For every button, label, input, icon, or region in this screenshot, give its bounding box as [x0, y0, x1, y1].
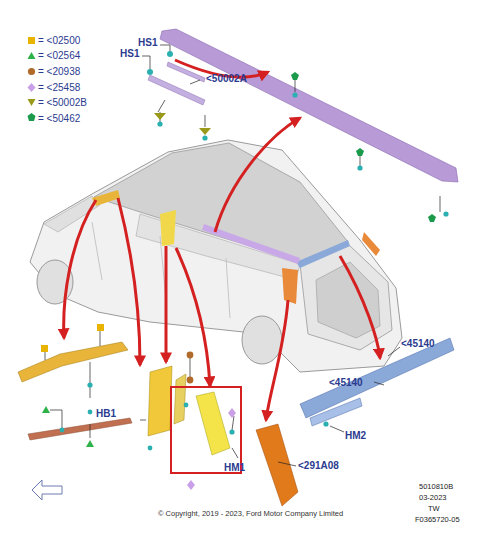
legend-text: = <20938 [38, 66, 80, 77]
legend-text: = <02564 [38, 50, 80, 61]
callout-code: HS1 [138, 37, 157, 48]
date-code: 03-2023 [419, 493, 447, 502]
callout-code: HM1 [224, 462, 245, 473]
callout-code: HB1 [96, 408, 116, 419]
legend-text: = <50002B [38, 97, 87, 108]
part-number: <291A08 [298, 460, 339, 471]
part-number: <45140 [329, 377, 363, 388]
legend-text: = <25458 [38, 82, 80, 93]
copyright-note: © Copyright, 2019 - 2023, Ford Motor Com… [158, 508, 343, 519]
callout-code: HM2 [345, 430, 366, 441]
part-number: <45140 [401, 338, 435, 349]
drawing-number: 5010810B [419, 482, 453, 491]
legend-text: = <02500 [38, 35, 80, 46]
part-number: <50002A [206, 73, 247, 84]
figure-number: F0365720-05 [415, 515, 460, 524]
region-code: TW [428, 504, 440, 513]
legend-text: = <50462 [38, 113, 80, 124]
callout-code: HS1 [120, 48, 139, 59]
